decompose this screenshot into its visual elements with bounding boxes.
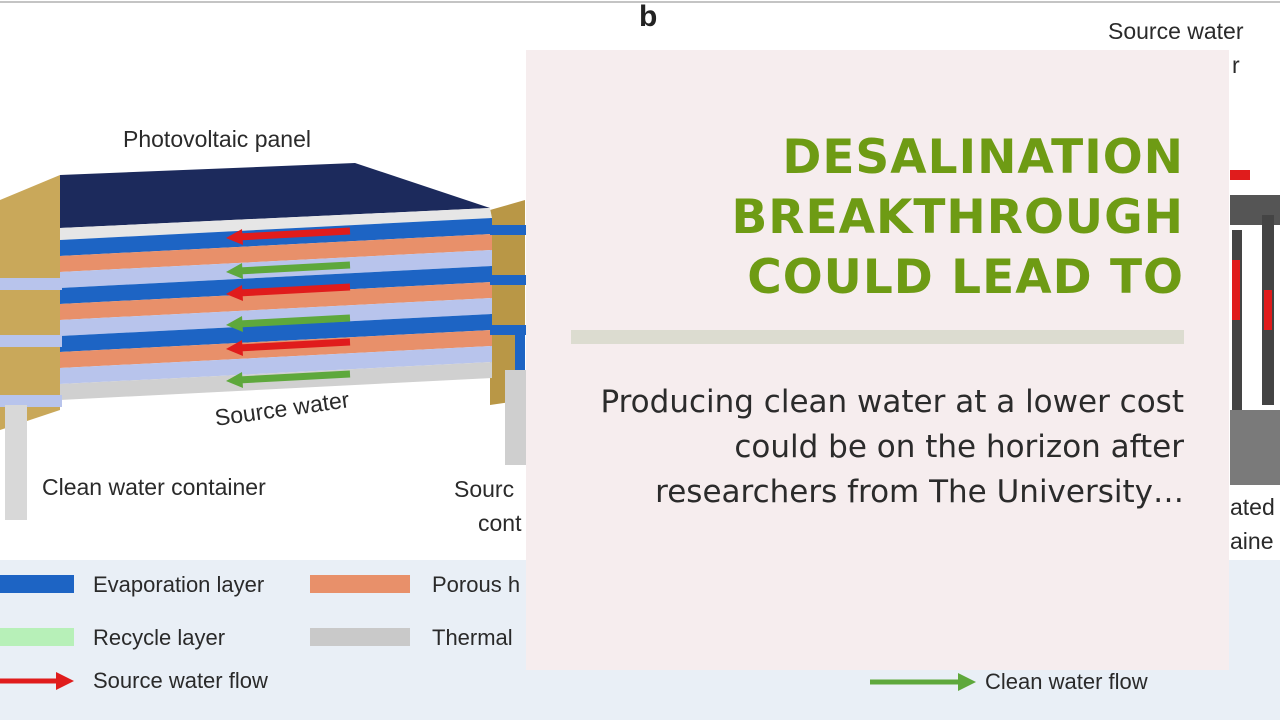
right-partial-diagram — [1230, 170, 1280, 485]
flow-arrows — [226, 227, 351, 388]
source-flow-arrowhead-1 — [226, 229, 243, 245]
source-container-shape — [505, 370, 527, 465]
frame-left-side — [0, 175, 60, 430]
clean-flow-arrowhead-1 — [226, 263, 243, 279]
pipe-right-2 — [490, 275, 526, 285]
label-right-partial-1: ated — [1230, 494, 1275, 520]
article-excerpt: Producing clean water at a lower cost co… — [600, 384, 1184, 510]
clean-flow-arrowhead-2 — [226, 316, 243, 332]
source-flow-arrow-3 — [237, 338, 351, 352]
legend-recycle-layer: Recycle layer — [93, 625, 226, 650]
legend-porous: Porous h — [432, 572, 521, 597]
title-divider — [571, 330, 1184, 344]
legend-clean-water-flow: Clean water flow — [985, 669, 1148, 694]
porous-layer-2 — [60, 282, 492, 320]
article-title[interactable]: DESALINATION BREAKTHROUGH COULD LEAD TO — [731, 130, 1184, 305]
label-photovoltaic-panel: Photovoltaic panel — [123, 126, 311, 152]
legend-swatch-thermal — [310, 628, 410, 646]
label-clean-water-container: Clean water container — [42, 474, 266, 500]
clean-flow-arrow-2 — [237, 314, 351, 328]
layer-stack — [60, 218, 492, 400]
recycle-layer-3 — [60, 346, 492, 384]
pipe-vertical — [515, 330, 525, 370]
recycle-layer-2 — [60, 298, 492, 336]
article-card[interactable]: DESALINATION BREAKTHROUGH COULD LEAD TO … — [526, 50, 1229, 670]
legend-arrowhead-clean — [958, 673, 976, 691]
legend-swatch-recycle — [0, 628, 74, 646]
clean-water-container-shape — [5, 405, 27, 520]
clean-flow-arrow-3 — [237, 370, 351, 384]
panel-edge — [60, 208, 492, 240]
label-source-water-top-right: Source water — [1108, 18, 1244, 44]
clean-flow-arrowhead-3 — [226, 372, 243, 388]
evaporation-layer-3 — [60, 314, 492, 352]
legend-swatch-porous — [310, 575, 410, 593]
legend-swatch-evaporation — [0, 575, 74, 593]
source-flow-arrowhead-3 — [226, 340, 243, 356]
pipes — [0, 225, 526, 407]
legend-thermal: Thermal — [432, 625, 513, 650]
label-right-partial-2: aine — [1230, 528, 1274, 554]
label-source-container-1: Sourc — [454, 476, 515, 502]
label-top-right-partial: r — [1232, 52, 1240, 78]
pipe-right-3 — [490, 325, 526, 335]
legend-arrowhead-source — [56, 672, 74, 690]
label-source-container-2: cont — [478, 510, 522, 536]
pipe-2 — [0, 335, 62, 347]
pipe-1 — [0, 278, 62, 290]
evaporation-layer-2 — [60, 266, 492, 304]
panel-letter: b — [639, 0, 658, 33]
pipe-right-1 — [490, 225, 526, 235]
legend-source-water-flow: Source water flow — [93, 668, 268, 693]
photovoltaic-panel-surface — [60, 163, 490, 228]
pipe-3 — [0, 395, 62, 407]
source-flow-arrowhead-2 — [226, 285, 243, 301]
porous-layer-1 — [60, 234, 492, 272]
source-flow-arrow-2 — [237, 283, 351, 297]
source-flow-arrow-1 — [237, 227, 351, 241]
clean-flow-arrow-1 — [237, 261, 351, 275]
legend-evaporation-layer: Evaporation layer — [93, 572, 265, 597]
